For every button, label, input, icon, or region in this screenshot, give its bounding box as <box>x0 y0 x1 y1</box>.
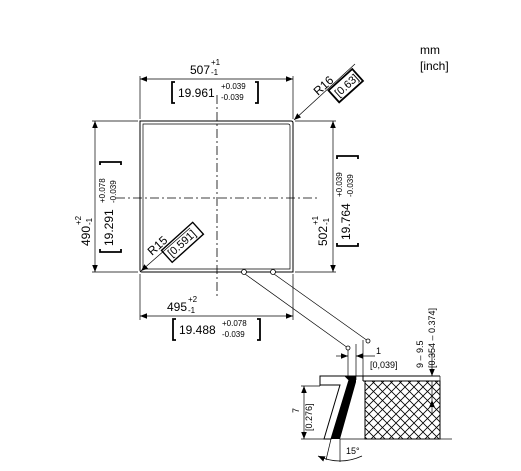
top-width-inch-value: 19.961 <box>178 86 215 100</box>
dimension-left-height: 490 +2 -1 19.291 +0.078 -0.039 <box>74 121 122 272</box>
right-height-inch-tol-minus: -0.039 <box>346 174 355 197</box>
bottom-width-inch-tol-minus: -0.039 <box>222 330 245 339</box>
right-height-inch-tol-plus: +0.039 <box>335 172 344 197</box>
left-height-tol-minus: -1 <box>85 217 94 225</box>
left-height-inch-tol-plus: +0.078 <box>98 178 107 203</box>
gap-value: 1 <box>376 346 381 356</box>
right-height-value: 502 <box>316 226 330 246</box>
extension-lines <box>92 76 336 320</box>
top-width-value: 507 <box>190 63 210 77</box>
right-height-tol-minus: -1 <box>322 217 331 225</box>
right-height-inch-value: 19.764 <box>339 203 353 240</box>
svg-text:507: 507 <box>190 63 210 77</box>
panel-thickness-inch: [0.354 – 0.374] <box>427 308 437 368</box>
flange-height-inch: [0.276] <box>304 403 314 431</box>
gap-inch: [0,039] <box>370 360 398 370</box>
flange-height-value: 7 <box>291 408 301 413</box>
top-width-tol-minus: -1 <box>211 68 219 77</box>
bottom-width-tol-plus: +2 <box>188 295 198 304</box>
r15-inch: [0.591] <box>166 228 199 259</box>
unit-inch-label: [inch] <box>420 59 449 73</box>
bottom-width-inch-tol-plus: +0.078 <box>222 319 247 328</box>
bottom-width-inch-value: 19.488 <box>179 323 216 337</box>
left-height-value: 490 <box>79 226 93 246</box>
left-height-inch-tol-minus: -0.039 <box>109 180 118 203</box>
dimension-right-height: 502 +1 -1 19.764 +0.039 -0.039 <box>311 121 359 272</box>
top-width-tol-plus: +1 <box>211 58 221 67</box>
right-height-tol-plus: +1 <box>311 215 320 225</box>
radius-top-right: R16 [0.63] <box>293 63 365 121</box>
detail-leader-lines <box>241 269 371 351</box>
left-height-tol-plus: +2 <box>74 215 83 225</box>
top-width-inch-tol-plus: +0.039 <box>221 82 246 91</box>
unit-mm-label: mm <box>420 43 440 57</box>
dimension-bottom-width: 495 +2 -1 19.488 +0.078 -0.039 <box>140 295 293 341</box>
bottom-width-value: 495 <box>167 300 187 314</box>
panel-thickness-value: 9 – 9.5 <box>415 340 425 368</box>
centerlines <box>116 95 318 298</box>
radius-bottom-left: R15 [0.591] <box>140 221 205 272</box>
top-width-inch-tol-minus: -0.039 <box>221 93 244 102</box>
bottom-width-tol-minus: -1 <box>188 306 196 315</box>
left-height-inch-value: 19.291 <box>102 209 116 246</box>
section-detail: 1 [0,039] 9 – 9.5 [0.354 – 0.374] <box>291 308 452 462</box>
angle-value: 15° <box>346 446 360 456</box>
dimension-top-width: 507 +1 -1 19.961 +0.039 -0.039 <box>140 58 293 104</box>
